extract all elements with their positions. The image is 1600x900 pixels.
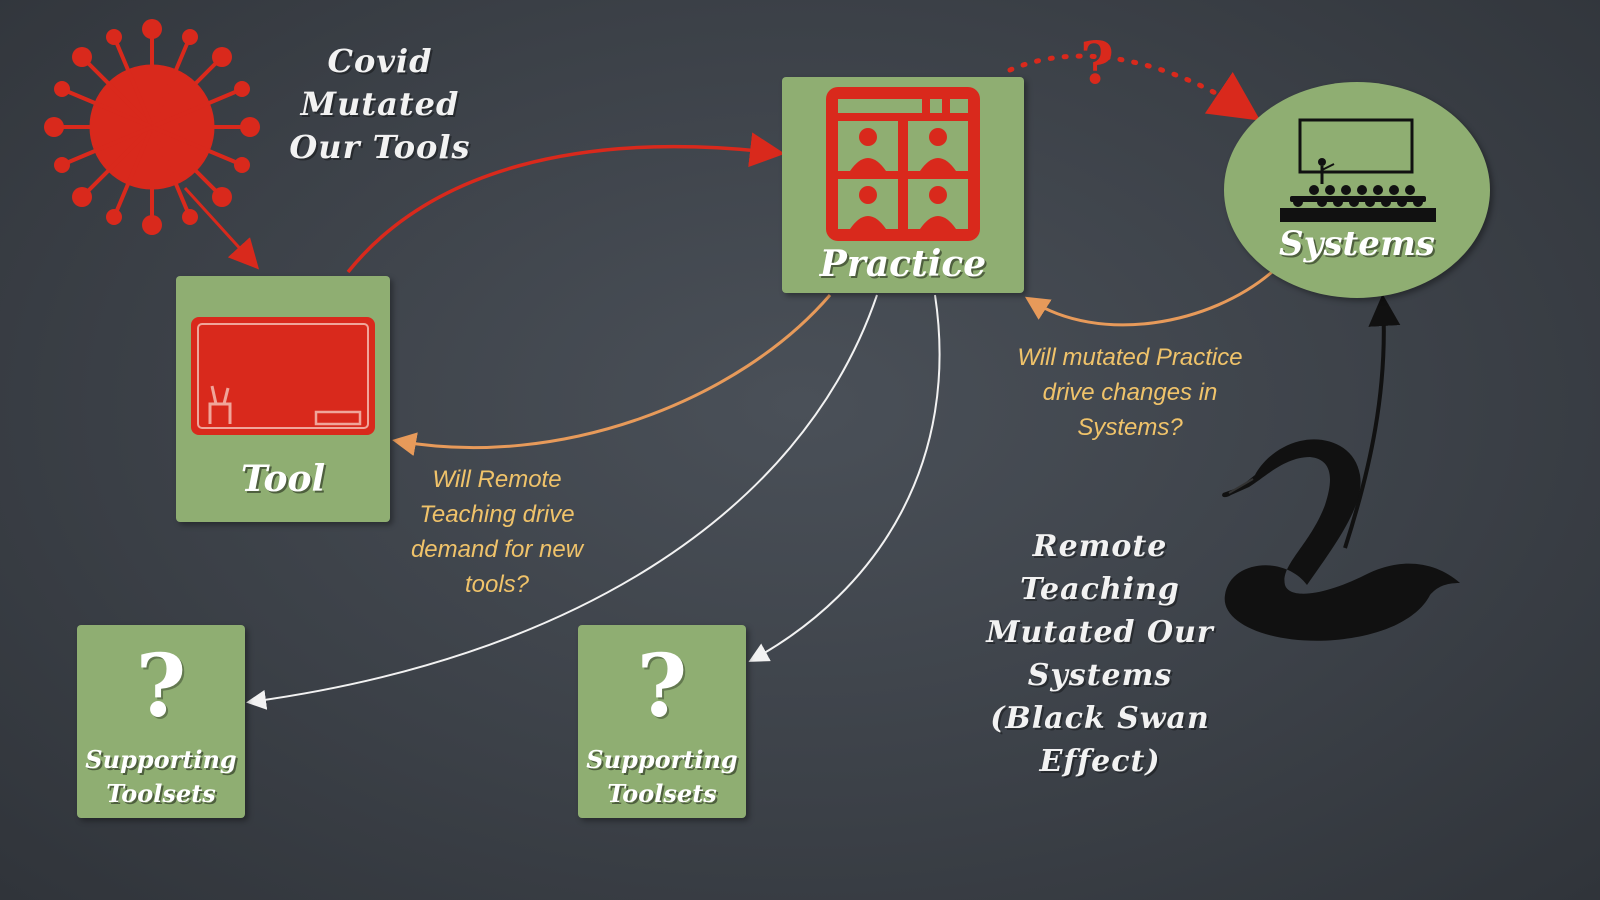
node-toolset-right: ? Supporting Toolsets — [578, 625, 746, 818]
lecture-hall-icon — [1280, 118, 1436, 222]
node-tool: Tool — [176, 276, 390, 522]
unknown-question-mark: ? — [135, 636, 187, 737]
node-tool-label: Tool — [240, 458, 326, 500]
node-practice-label: Practice — [819, 243, 987, 285]
arrow-tool-to-practice — [346, 132, 785, 274]
black-swan-caption: Remote Teaching Mutated Our Systems (Bla… — [986, 529, 1214, 779]
node-toolset-right-label: Supporting Toolsets — [586, 745, 738, 808]
arrow-swan-to-systems — [1343, 294, 1401, 549]
arrow-practice-to-toolset-right — [748, 294, 941, 662]
arrow-virus-to-tool — [183, 186, 260, 270]
arrow-systems-to-practice — [1024, 270, 1273, 327]
black-swan-icon — [1222, 439, 1460, 641]
node-toolset-left-label: Supporting Toolsets — [85, 745, 237, 808]
node-systems: Systems — [1224, 82, 1490, 298]
dotted-question-mark: ? — [1080, 29, 1114, 97]
arrow-practice-to-systems-dotted — [1007, 53, 1261, 121]
node-toolset-left: ? Supporting Toolsets — [77, 625, 245, 818]
video-grid-icon — [826, 87, 980, 241]
chalkboard-icon — [191, 317, 375, 435]
note-remote-teaching-tools: Will Remote Teaching drive demand for ne… — [410, 466, 584, 598]
arrow-practice-to-tool — [392, 294, 832, 456]
diagram-title: Covid Mutated Our Tools — [289, 42, 471, 166]
node-systems-label: Systems — [1279, 224, 1435, 264]
virus-icon — [44, 19, 260, 235]
node-practice: Practice — [782, 77, 1024, 293]
arrow-practice-to-toolset-left — [246, 294, 878, 710]
note-practice-systems: Will mutated Practice drive changes in S… — [1017, 344, 1243, 441]
unknown-question-mark: ? — [636, 636, 688, 737]
